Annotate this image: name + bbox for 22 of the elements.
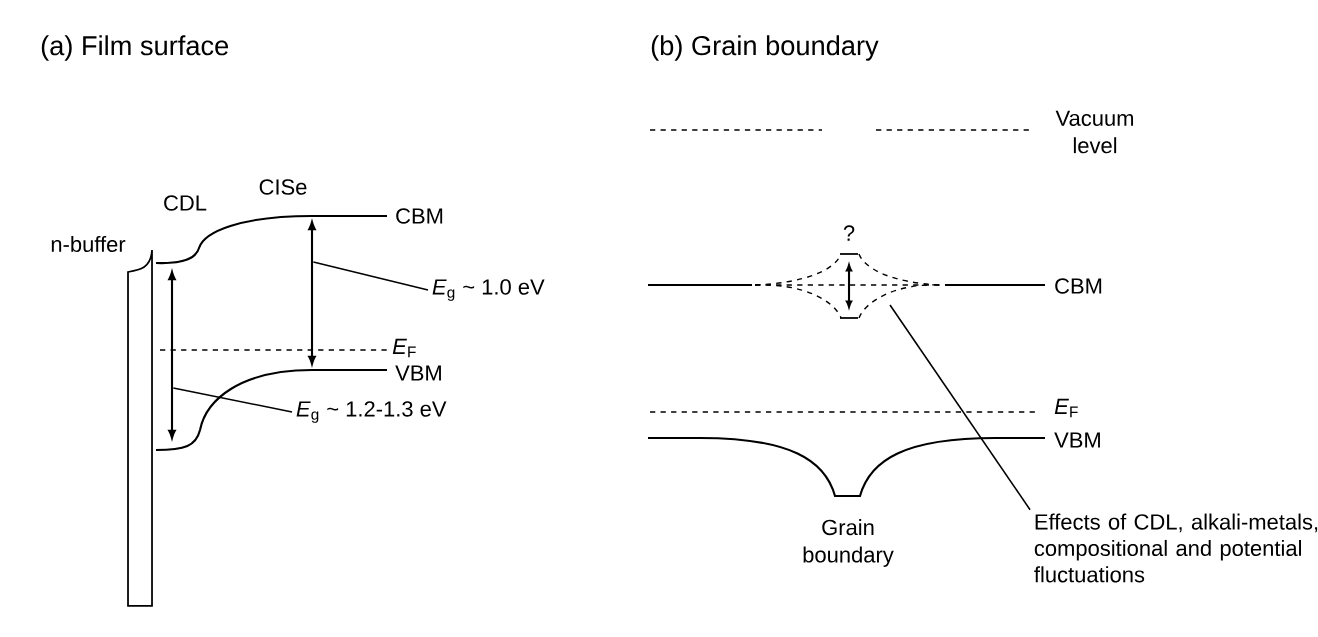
panel-title: (b) Grain boundary [651, 35, 879, 61]
double-arrow [168, 271, 176, 439]
layer-label: CISe [259, 179, 307, 195]
question-mark: ? [843, 225, 855, 241]
layer-label: n-buffer [51, 235, 126, 253]
level-label: VBM [1054, 432, 1100, 448]
level-label: E$_{F}$ [1054, 398, 1078, 418]
leader-line [889, 304, 1031, 511]
double-arrow [308, 221, 316, 365]
layer-label: CDL [164, 195, 207, 211]
annotation-text: Effects of CDL, alkali-metals, compositional and potential fluctuations [1034, 513, 1318, 583]
level-label: E$_{F}$ [392, 338, 416, 358]
leader-line [172, 387, 293, 413]
level-label: CBM [1055, 278, 1102, 294]
level-label: CBM [396, 208, 443, 224]
region-label: Grain boundary [803, 519, 894, 567]
leader-line [312, 261, 429, 291]
level-label: VBM [395, 365, 441, 381]
annotation-text: E$_{g}$ ~ 1.2-1.3 eV [296, 401, 447, 423]
annotation-text: E$_{g}$ ~ 1.0 eV [432, 279, 545, 301]
panel-title: (a) Film surface [41, 35, 229, 61]
level-label: Vacuum level [1055, 110, 1133, 154]
